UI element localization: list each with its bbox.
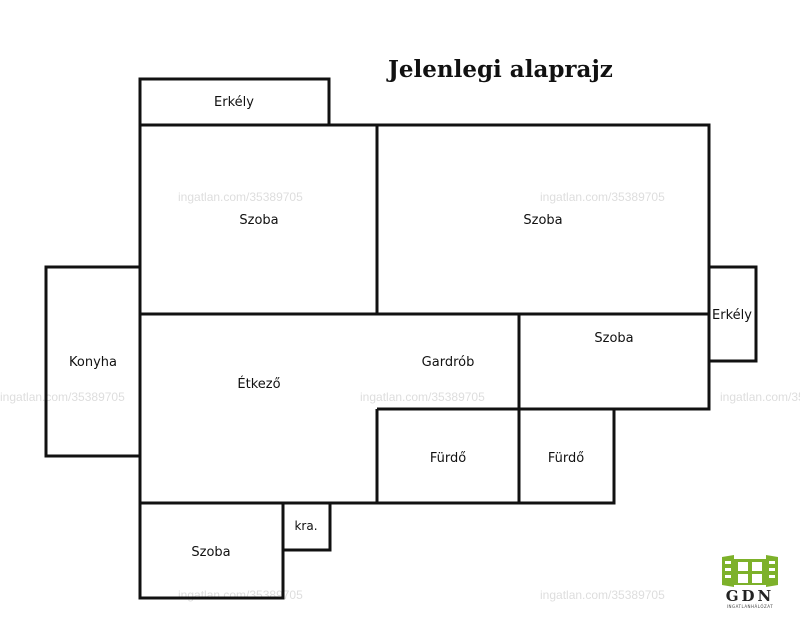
label-furdo-left: Fürdő: [430, 451, 466, 466]
label-erkely-top: Erkély: [214, 95, 254, 110]
window-icon: [722, 555, 778, 587]
label-szoba-top-left: Szoba: [239, 213, 278, 228]
logo-brand: GDN: [725, 587, 775, 605]
watermark: ingatlan.com/35389705: [0, 390, 125, 404]
plan-title: Jelenlegi alaprajz: [388, 56, 613, 83]
logo-subtitle: INGATLANHÁLÓZAT: [726, 604, 774, 609]
label-szoba-bottom: Szoba: [191, 545, 230, 560]
room-konyha: [44, 265, 142, 458]
label-szoba-top-right: Szoba: [523, 213, 562, 228]
gdn-logo: GDN INGATLANHÁLÓZAT: [712, 553, 788, 609]
label-konyha: Konyha: [69, 355, 117, 370]
watermark: ingatlan.com/35389705: [540, 190, 665, 204]
label-szoba-mid-right: Szoba: [594, 331, 633, 346]
watermark: ingatlan.com/35389705: [360, 390, 485, 404]
room-kamra: [281, 501, 332, 552]
label-etkezo: Étkező: [237, 376, 280, 392]
watermark: ingatlan.com/35389705: [720, 390, 800, 404]
watermark: ingatlan.com/35389705: [540, 588, 665, 602]
watermark: ingatlan.com/35389705: [178, 190, 303, 204]
label-furdo-right: Fürdő: [548, 451, 584, 466]
label-erkely-right: Erkély: [712, 308, 752, 323]
label-kamra: kra.: [294, 519, 317, 533]
label-gardrob: Gardrób: [422, 355, 475, 370]
